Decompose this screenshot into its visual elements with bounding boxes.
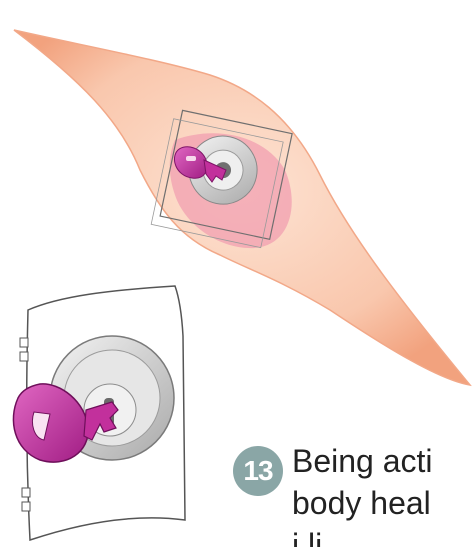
caption-line-3: i li [292,524,475,547]
caption-line-2: body heal [292,482,475,524]
caption-line-1: Being acti [292,440,475,482]
step-number: 13 [243,455,272,487]
step-number-badge: 13 [233,446,283,496]
caption-text: Being acti body heal i li [292,440,475,547]
